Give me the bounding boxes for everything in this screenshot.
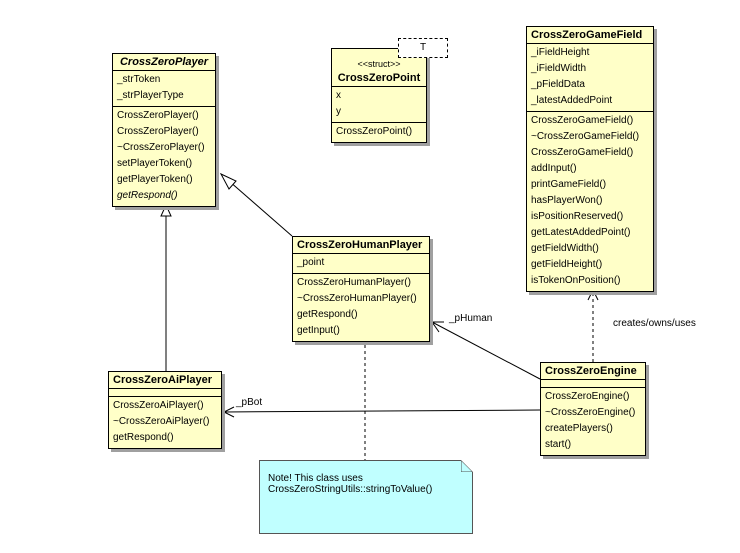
attributes-section: _strToken _strPlayerType xyxy=(113,71,215,107)
class-crosszero-human-player[interactable]: CrossZeroHumanPlayer _point CrossZeroHum… xyxy=(292,236,430,342)
attribute: y xyxy=(336,106,341,117)
note-line: CrossZeroStringUtils::stringToValue() xyxy=(268,484,433,495)
operation: createPlayers() xyxy=(545,423,613,434)
operation: CrossZeroGameField() xyxy=(531,115,634,126)
operation: ~CrossZeroAiPlayer() xyxy=(113,416,210,427)
operation: CrossZeroPlayer() xyxy=(117,110,199,121)
attributes-section: _iFieldHeight _iFieldWidth _pFieldData _… xyxy=(527,44,653,112)
attribute: _strPlayerType xyxy=(117,90,184,101)
attribute: _strToken xyxy=(117,74,161,85)
class-name: CrossZeroPlayer xyxy=(113,54,215,71)
attributes-section xyxy=(109,389,221,397)
class-name: CrossZeroPoint xyxy=(337,72,421,84)
generalization-arrowhead-human xyxy=(219,172,237,190)
attribute: _latestAddedPoint xyxy=(531,95,613,106)
operation: hasPlayerWon() xyxy=(531,195,603,206)
association-engine-ai xyxy=(223,409,541,413)
class-header: <<struct>> CrossZeroPoint xyxy=(332,49,426,87)
attribute: _point xyxy=(297,257,325,268)
note-line: Note! This class uses xyxy=(268,473,363,484)
operations-section: CrossZeroAiPlayer() ~CrossZeroAiPlayer()… xyxy=(109,397,221,448)
attribute: _iFieldHeight xyxy=(531,47,590,58)
operation: getInput() xyxy=(297,325,340,336)
note[interactable]: Note! This class uses CrossZeroStringUti… xyxy=(259,460,473,534)
operation: isPositionReserved() xyxy=(531,211,624,222)
operation: isTokenOnPosition() xyxy=(531,275,621,286)
class-name: CrossZeroEngine xyxy=(541,363,645,380)
operation: getPlayerToken() xyxy=(117,174,193,185)
role-label-pbot: _pBot xyxy=(236,397,263,408)
operation-abstract: getRespond() xyxy=(117,190,178,201)
association-engine-human xyxy=(431,321,541,380)
operation: CrossZeroEngine() xyxy=(545,391,630,402)
note-fold-icon xyxy=(461,460,473,472)
operation: getFieldWidth() xyxy=(531,243,599,254)
operation: ~CrossZeroPlayer() xyxy=(117,142,205,153)
association-arrowhead-human xyxy=(431,321,444,333)
operations-section: CrossZeroPoint() xyxy=(332,123,426,142)
association-arrowhead-ai xyxy=(222,406,235,418)
class-crosszero-point[interactable]: <<struct>> CrossZeroPoint x y CrossZeroP… xyxy=(331,48,427,143)
operation: ~CrossZeroGameField() xyxy=(531,131,640,142)
operation: ~CrossZeroEngine() xyxy=(545,407,636,418)
operations-section: CrossZeroEngine() ~CrossZeroEngine() cre… xyxy=(541,388,645,455)
operation: printGameField() xyxy=(531,179,607,190)
operations-section: CrossZeroGameField() ~CrossZeroGameField… xyxy=(527,112,653,291)
class-name: CrossZeroGameField xyxy=(527,27,653,44)
operation: getRespond() xyxy=(297,309,358,320)
attribute: x xyxy=(336,90,341,101)
operation: CrossZeroAiPlayer() xyxy=(113,400,204,411)
attribute: _iFieldWidth xyxy=(531,63,587,74)
operation: start() xyxy=(545,439,572,450)
operation: getRespond() xyxy=(113,432,174,443)
class-crosszero-ai-player[interactable]: CrossZeroAiPlayer CrossZeroAiPlayer() ~C… xyxy=(108,371,222,449)
class-name: CrossZeroHumanPlayer xyxy=(293,237,429,254)
dependency-label: creates/owns/uses xyxy=(613,318,696,329)
operation: CrossZeroGameField() xyxy=(531,147,634,158)
class-name: CrossZeroAiPlayer xyxy=(109,372,221,389)
attributes-section: _point xyxy=(293,254,429,274)
class-crosszero-game-field[interactable]: CrossZeroGameField _iFieldHeight _iField… xyxy=(526,26,654,292)
attributes-section xyxy=(541,380,645,388)
operation: setPlayerToken() xyxy=(117,158,193,169)
operation: CrossZeroHumanPlayer() xyxy=(297,277,411,288)
operations-section: CrossZeroHumanPlayer() ~CrossZeroHumanPl… xyxy=(293,274,429,341)
operation: CrossZeroPoint() xyxy=(336,126,413,137)
operation: getFieldHeight() xyxy=(531,259,603,270)
operation: ~CrossZeroHumanPlayer() xyxy=(297,293,417,304)
operation: getLatestAddedPoint() xyxy=(531,227,631,238)
stereotype: <<struct>> xyxy=(357,59,401,69)
attribute: _pFieldData xyxy=(531,79,585,90)
operation: CrossZeroPlayer() xyxy=(117,126,199,137)
class-crosszero-engine[interactable]: CrossZeroEngine CrossZeroEngine() ~Cross… xyxy=(540,362,646,456)
operations-section: CrossZeroPlayer() CrossZeroPlayer() ~Cro… xyxy=(113,107,215,206)
operation: addInput() xyxy=(531,163,577,174)
generalization-arrowhead-ai xyxy=(160,203,172,217)
attributes-section: x y xyxy=(332,87,426,123)
template-parameter: T xyxy=(398,38,448,58)
class-crosszero-player[interactable]: CrossZeroPlayer _strToken _strPlayerType… xyxy=(112,53,216,207)
role-label-phuman: _pHuman xyxy=(449,313,493,324)
